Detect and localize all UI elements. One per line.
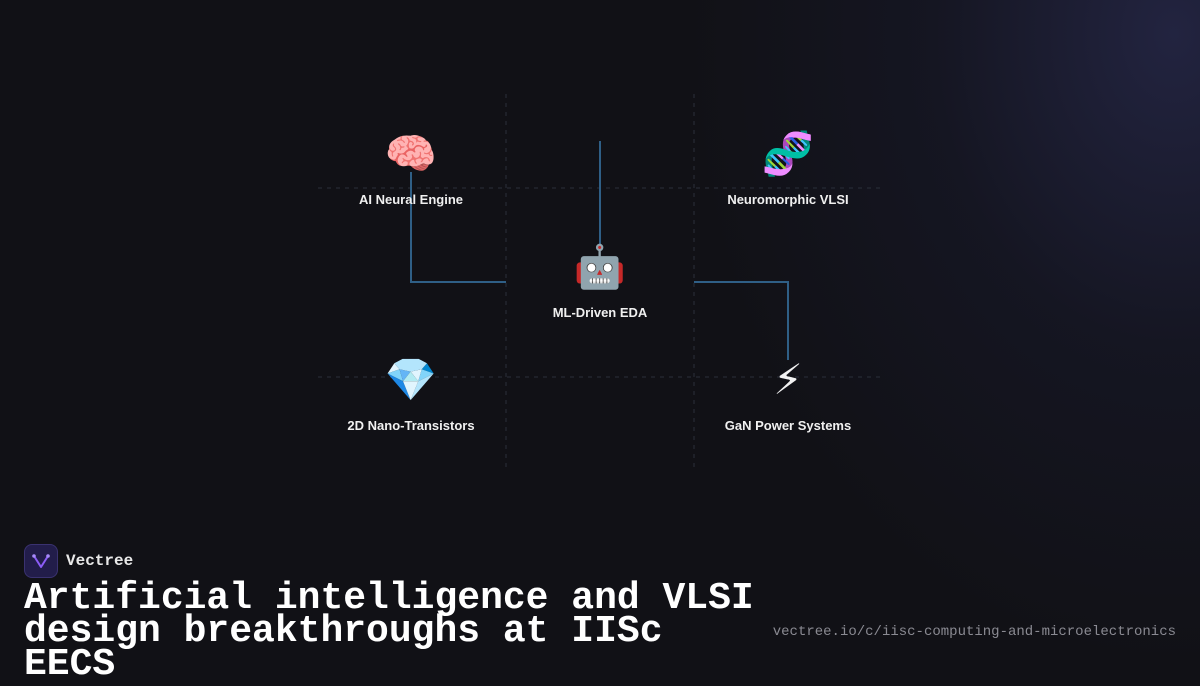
node-label: ML-Driven EDA [552, 305, 648, 320]
brand-name: Vectree [66, 552, 134, 570]
gem-icon: 💎 [384, 355, 438, 404]
vectree-logo-icon [24, 544, 58, 578]
dna-icon: 🧬 [761, 129, 815, 178]
connector-eda-to-gan [694, 281, 789, 360]
source-url[interactable]: vectree.io/c/iisc-computing-and-microele… [772, 624, 1176, 640]
node-ai-neural-engine: 🧠 AI Neural Engine [311, 129, 511, 208]
node-label: Neuromorphic VLSI [727, 192, 849, 207]
connector-ai-to-eda [410, 172, 506, 283]
node-label: 2D Nano-Transistors [347, 418, 475, 433]
brand: Vectree [24, 544, 133, 578]
node-label: AI Neural Engine [358, 192, 464, 207]
brain-icon: 🧠 [384, 129, 438, 178]
page-title: Artificial intelligence and VLSI design … [24, 577, 754, 686]
node-ml-driven-eda: 🤖 ML-Driven EDA [500, 242, 700, 321]
lightning-icon: ⚡ [773, 355, 803, 404]
node-label: GaN Power Systems [724, 418, 852, 433]
node-gan-power-systems: ⚡ GaN Power Systems [688, 355, 888, 434]
node-2d-nano-transistors: 💎 2D Nano-Transistors [311, 355, 511, 434]
node-neuromorphic-vlsi: 🧬 Neuromorphic VLSI [688, 129, 888, 208]
robot-icon: 🤖 [573, 242, 627, 291]
